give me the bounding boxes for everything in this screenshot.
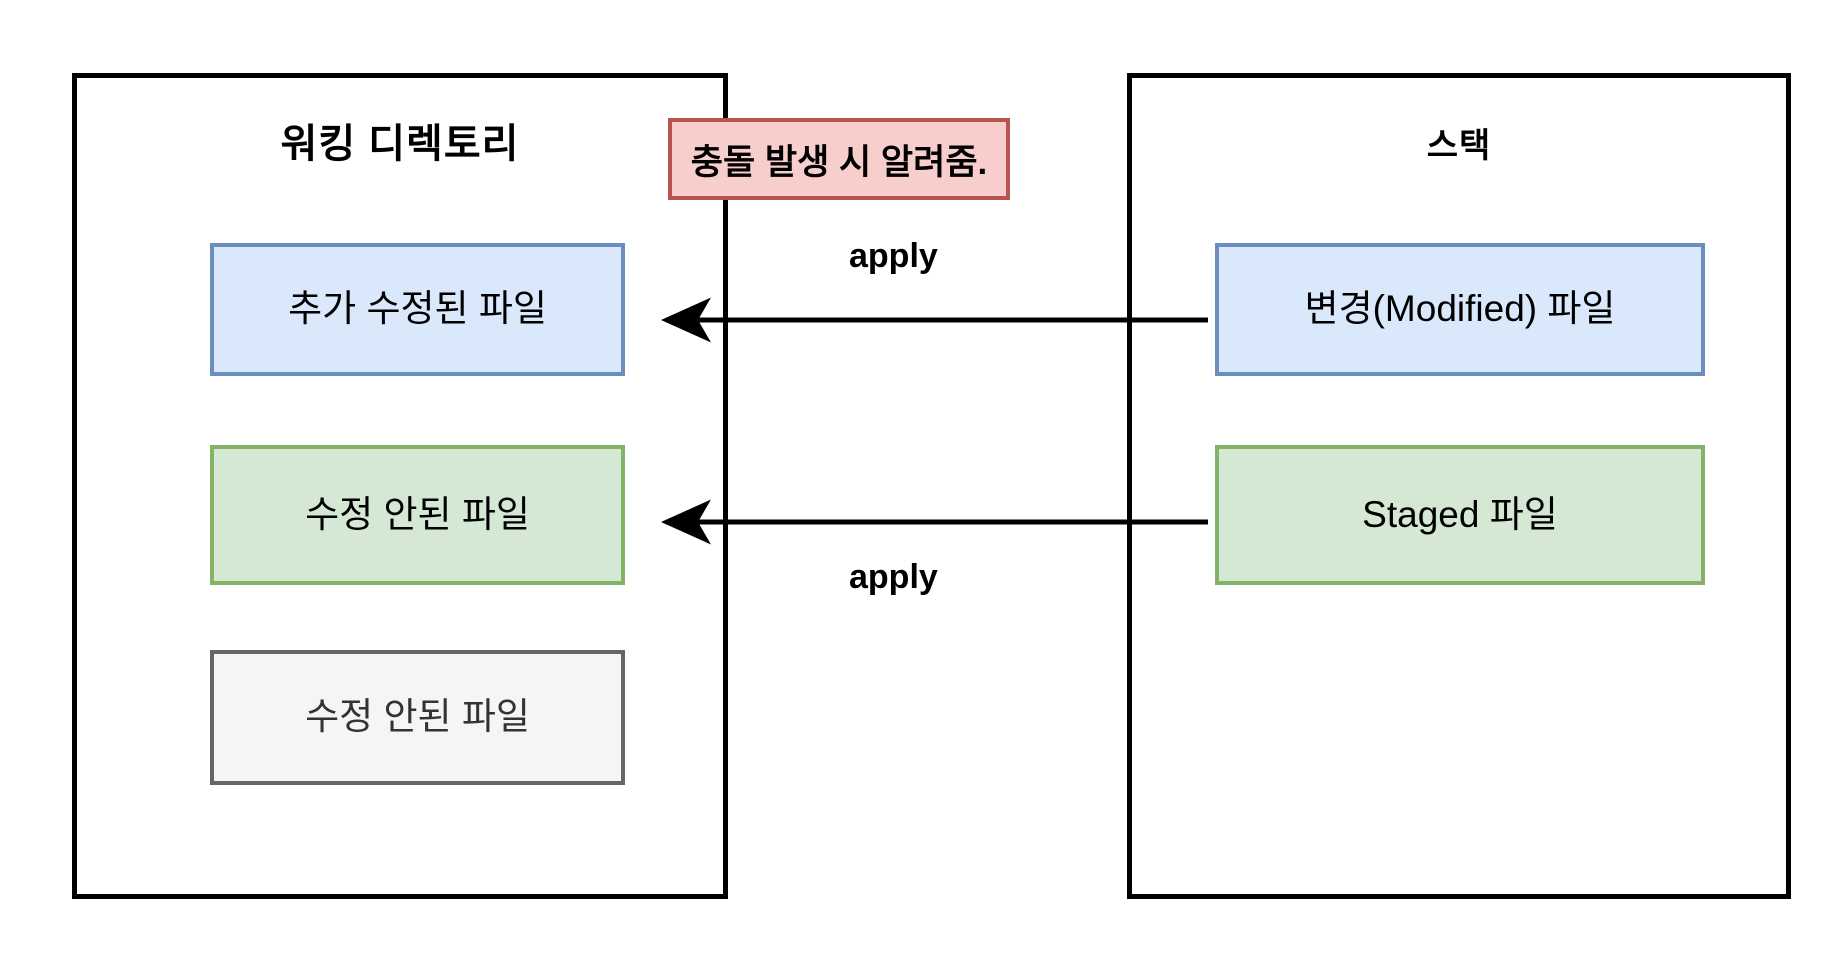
box-stash-modified-file: 변경(Modified) 파일 bbox=[1215, 243, 1705, 376]
box-working-modified-file: 추가 수정된 파일 bbox=[210, 243, 625, 376]
callout-conflict-notice: 충돌 발생 시 알려줌. bbox=[668, 118, 1010, 200]
box-working-unmodified-file-restored: 수정 안된 파일 bbox=[210, 445, 625, 585]
panel-working-directory-title: 워킹 디렉토리 bbox=[280, 122, 520, 166]
panel-working-directory: 워킹 디렉토리 추가 수정된 파일 수정 안된 파일 수정 안된 파일 bbox=[72, 73, 728, 899]
panel-stash: 스택 변경(Modified) 파일 Staged 파일 bbox=[1127, 73, 1791, 899]
box-working-unmodified-file: 수정 안된 파일 bbox=[210, 650, 625, 785]
arrow-label-apply-staged: apply bbox=[849, 558, 938, 596]
arrow-label-apply-modified: apply bbox=[849, 237, 938, 275]
panel-stash-title: 스택 bbox=[1426, 127, 1492, 165]
box-stash-staged-file: Staged 파일 bbox=[1215, 445, 1705, 585]
